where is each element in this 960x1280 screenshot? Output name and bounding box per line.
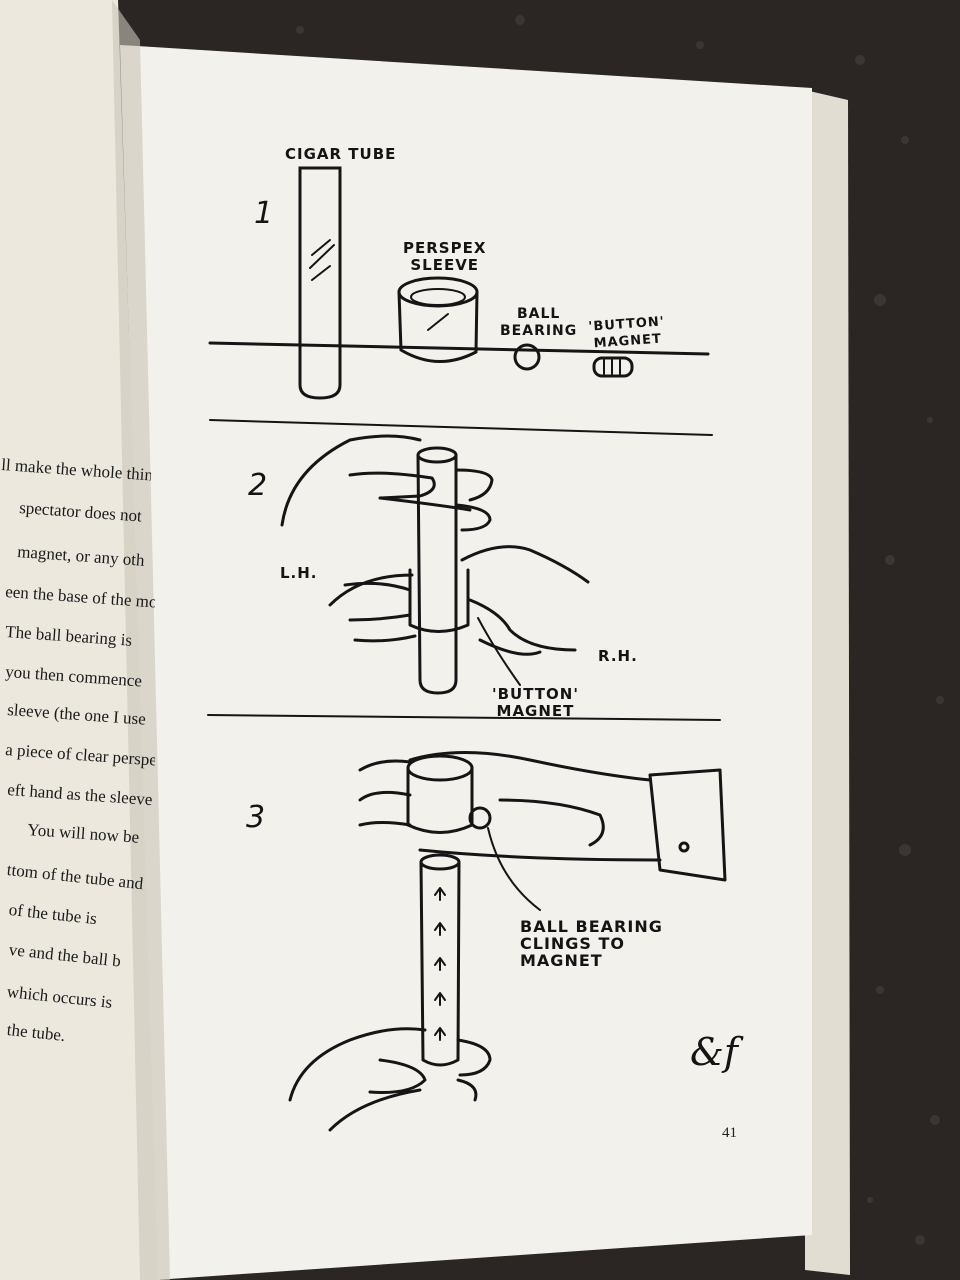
divider-1 (209, 419, 713, 436)
label-left-hand: L.H. (280, 564, 318, 582)
sleeve-body (397, 290, 479, 363)
hand-bottom (288, 1027, 492, 1132)
left-hand-fingers (328, 573, 417, 643)
sleeve-reflection (427, 313, 449, 331)
label-ball-bearing: BALL BEARING (500, 306, 578, 339)
book-cover-edge (805, 90, 850, 1275)
sleeve-inner-rim (410, 288, 466, 306)
figure-2-drawing (207, 434, 721, 721)
figure-3-drawing (288, 751, 727, 1132)
fig2-tube (416, 453, 458, 695)
label-ball-clings: BALL BEARING CLINGS TO MAGNET (520, 917, 663, 970)
book-page (120, 45, 812, 1280)
hand-fig3 (358, 751, 662, 862)
cuff-button (678, 841, 690, 853)
magnet-pointer (477, 617, 521, 686)
figure-1-number: 1 (254, 196, 274, 231)
figure-3-number: 3 (246, 800, 266, 835)
countertop-speckles (296, 15, 944, 1245)
fig3-ball (468, 806, 492, 830)
label-button-magnet-1: 'BUTTON' MAGNET (587, 314, 666, 352)
divider-2 (207, 714, 721, 721)
label-cigar-tube: CIGAR TUBE (285, 145, 397, 163)
label-right-hand: R.H. (598, 647, 638, 665)
fig2-sleeve (408, 568, 470, 633)
cigar-tube (298, 166, 342, 400)
illustrator-signature: &f (690, 1030, 738, 1074)
figure-1-drawing (208, 166, 713, 436)
fig2-tube-top (416, 446, 458, 464)
page-number: 41 (722, 1125, 737, 1141)
table-line (208, 341, 710, 356)
ball-pointer (487, 827, 541, 911)
fig3-sleeve (406, 766, 474, 834)
shirt-cuff (648, 768, 727, 882)
ball-bearing (513, 343, 541, 371)
gutter-shadow (112, 0, 170, 1280)
button-magnet (592, 356, 634, 378)
figure-2-number: 2 (248, 468, 268, 503)
label-perspex-sleeve: PERSPEX SLEEVE (403, 239, 487, 274)
left-hand-top (280, 434, 494, 532)
fig3-tube (419, 860, 461, 1067)
tube-reflection (309, 239, 335, 281)
right-hand (460, 545, 590, 656)
label-button-magnet-2: 'BUTTON' MAGNET (492, 685, 579, 720)
